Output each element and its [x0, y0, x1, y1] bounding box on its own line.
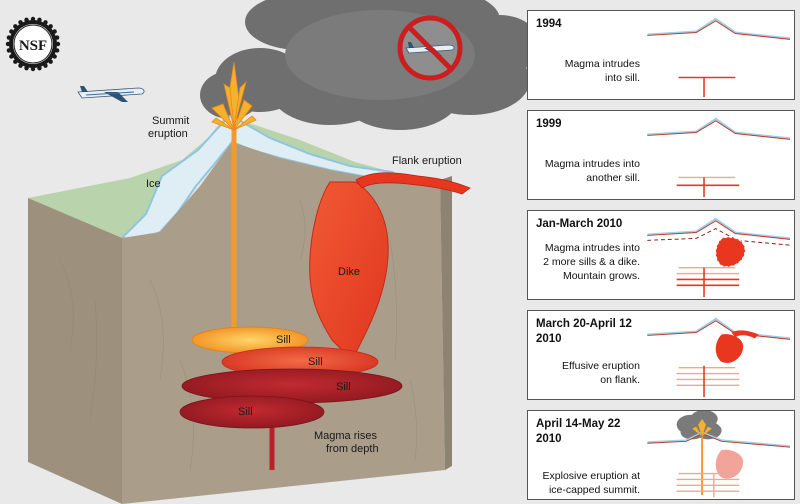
panel-1-title: 1994	[536, 18, 562, 30]
no-fly-icon	[397, 15, 463, 81]
magma-rises-label-2: from depth	[326, 443, 379, 455]
logo-tooth	[52, 54, 57, 59]
logo-tooth	[5, 41, 11, 47]
panel-2-title: 1999	[536, 118, 562, 130]
panel-4-title: March 20-April 12 2010	[536, 317, 632, 347]
logo-tooth	[24, 17, 29, 23]
logo-tooth	[37, 65, 42, 71]
summit-eruption-label-1: Summit	[152, 115, 189, 127]
panel-5-title-line: April 14-May 22	[536, 418, 621, 430]
panel-3-desc-line: Mountain grows.	[562, 270, 640, 282]
panel-4-desc-line: on flank.	[600, 374, 640, 386]
sill-4	[179, 395, 325, 429]
logo-tooth	[6, 35, 12, 40]
panel-4-title-line: March 20-April 12	[536, 318, 632, 330]
ice-label: Ice	[146, 178, 161, 190]
panel-2-cross-section	[647, 117, 791, 198]
logo-tooth	[9, 54, 14, 59]
terrain-left-top	[28, 118, 232, 238]
logo-tooth	[48, 24, 53, 29]
sill-label-3: Sill	[336, 381, 351, 393]
timeline-panel-1999: 1999 Magma intrudes into another sill.	[527, 110, 795, 200]
logo-tooth	[13, 59, 18, 64]
logo-tooth	[43, 63, 48, 68]
panel-5-title: April 14-May 22 2010	[536, 417, 620, 447]
panel-5-description: Explosive eruption at ice-capped summit.	[536, 469, 640, 497]
panel-2-description: Magma intrudes into another sill.	[536, 157, 640, 185]
logo-tooth	[18, 63, 23, 68]
sill-label-4: Sill	[238, 406, 253, 418]
nsf-logo: NSF	[5, 16, 61, 72]
logo-tooth	[54, 35, 60, 40]
panel-4-title-line: 2010	[536, 333, 562, 345]
panel-5-desc-line: ice-capped summit.	[548, 484, 640, 496]
panel-2-desc-line: Magma intrudes into	[544, 158, 640, 170]
sill-label-1: Sill	[276, 334, 291, 346]
panel-2-desc-line: another sill.	[586, 172, 640, 184]
ash-cloud	[200, 0, 540, 130]
logo-tooth	[24, 65, 29, 71]
logo-tooth	[37, 17, 42, 23]
logo-tooth	[30, 66, 36, 72]
panel-4-desc-line: Effusive eruption	[561, 360, 640, 372]
logo-tooth	[30, 16, 36, 22]
logo-tooth	[48, 59, 53, 64]
logo-tooth	[43, 20, 48, 25]
panel-5-title-line: 2010	[536, 433, 562, 445]
panel-1-desc-line: into sill.	[604, 72, 640, 84]
panel-5-desc-line: Explosive eruption at	[542, 470, 640, 482]
panel-1-cross-section	[647, 17, 791, 98]
panel-3-desc-line: Magma intrudes into	[544, 242, 640, 254]
timeline-panel-april-may-2010: April 14-May 22 2010 Explosive eruption …	[527, 410, 795, 500]
logo-tooth	[18, 20, 23, 25]
timeline-panel-1994: 1994 Magma intrudes into sill.	[527, 10, 795, 100]
flank-eruption-label: Flank eruption	[392, 155, 462, 167]
panel-3-description: Magma intrudes into 2 more sills & a dik…	[536, 241, 640, 283]
summit-eruption-burst	[211, 61, 257, 131]
logo-tooth	[13, 24, 18, 29]
logo-tooth	[9, 29, 14, 34]
summit-eruption-label-2: eruption	[148, 128, 188, 140]
panel-3-desc-line: 2 more sills & a dike.	[543, 256, 640, 268]
terrain-right-top	[240, 120, 438, 186]
panel-4-cross-section	[647, 317, 791, 398]
magma-rises-label-1: Magma rises	[314, 430, 377, 442]
nsf-logo-text: NSF	[19, 38, 47, 54]
airplane-icon	[77, 86, 145, 102]
timeline-panel-march-april-2010: March 20-April 12 2010 Effusive eruption…	[527, 310, 795, 400]
logo-tooth	[55, 41, 61, 47]
panel-1-desc-line: Magma intrudes	[564, 58, 640, 70]
sill-label-2: Sill	[308, 356, 323, 368]
timeline-panel-jan-march-2010: Jan-March 2010 Magma intrudes into 2 mor…	[527, 210, 795, 300]
panel-5-cross-section	[647, 411, 791, 498]
flank-lava-flow	[355, 172, 471, 195]
panel-3-title: Jan-March 2010	[536, 218, 623, 230]
panel-3-cross-section	[647, 217, 791, 298]
logo-tooth	[6, 48, 12, 53]
logo-tooth	[54, 48, 60, 53]
rock-texture	[59, 199, 417, 471]
rock-face-left	[28, 198, 122, 504]
dike-label: Dike	[338, 266, 360, 278]
logo-tooth	[52, 29, 57, 34]
panel-4-description: Effusive eruption on flank.	[536, 359, 640, 387]
panel-1-description: Magma intrudes into sill.	[536, 57, 640, 85]
rock-face-right	[440, 176, 452, 470]
